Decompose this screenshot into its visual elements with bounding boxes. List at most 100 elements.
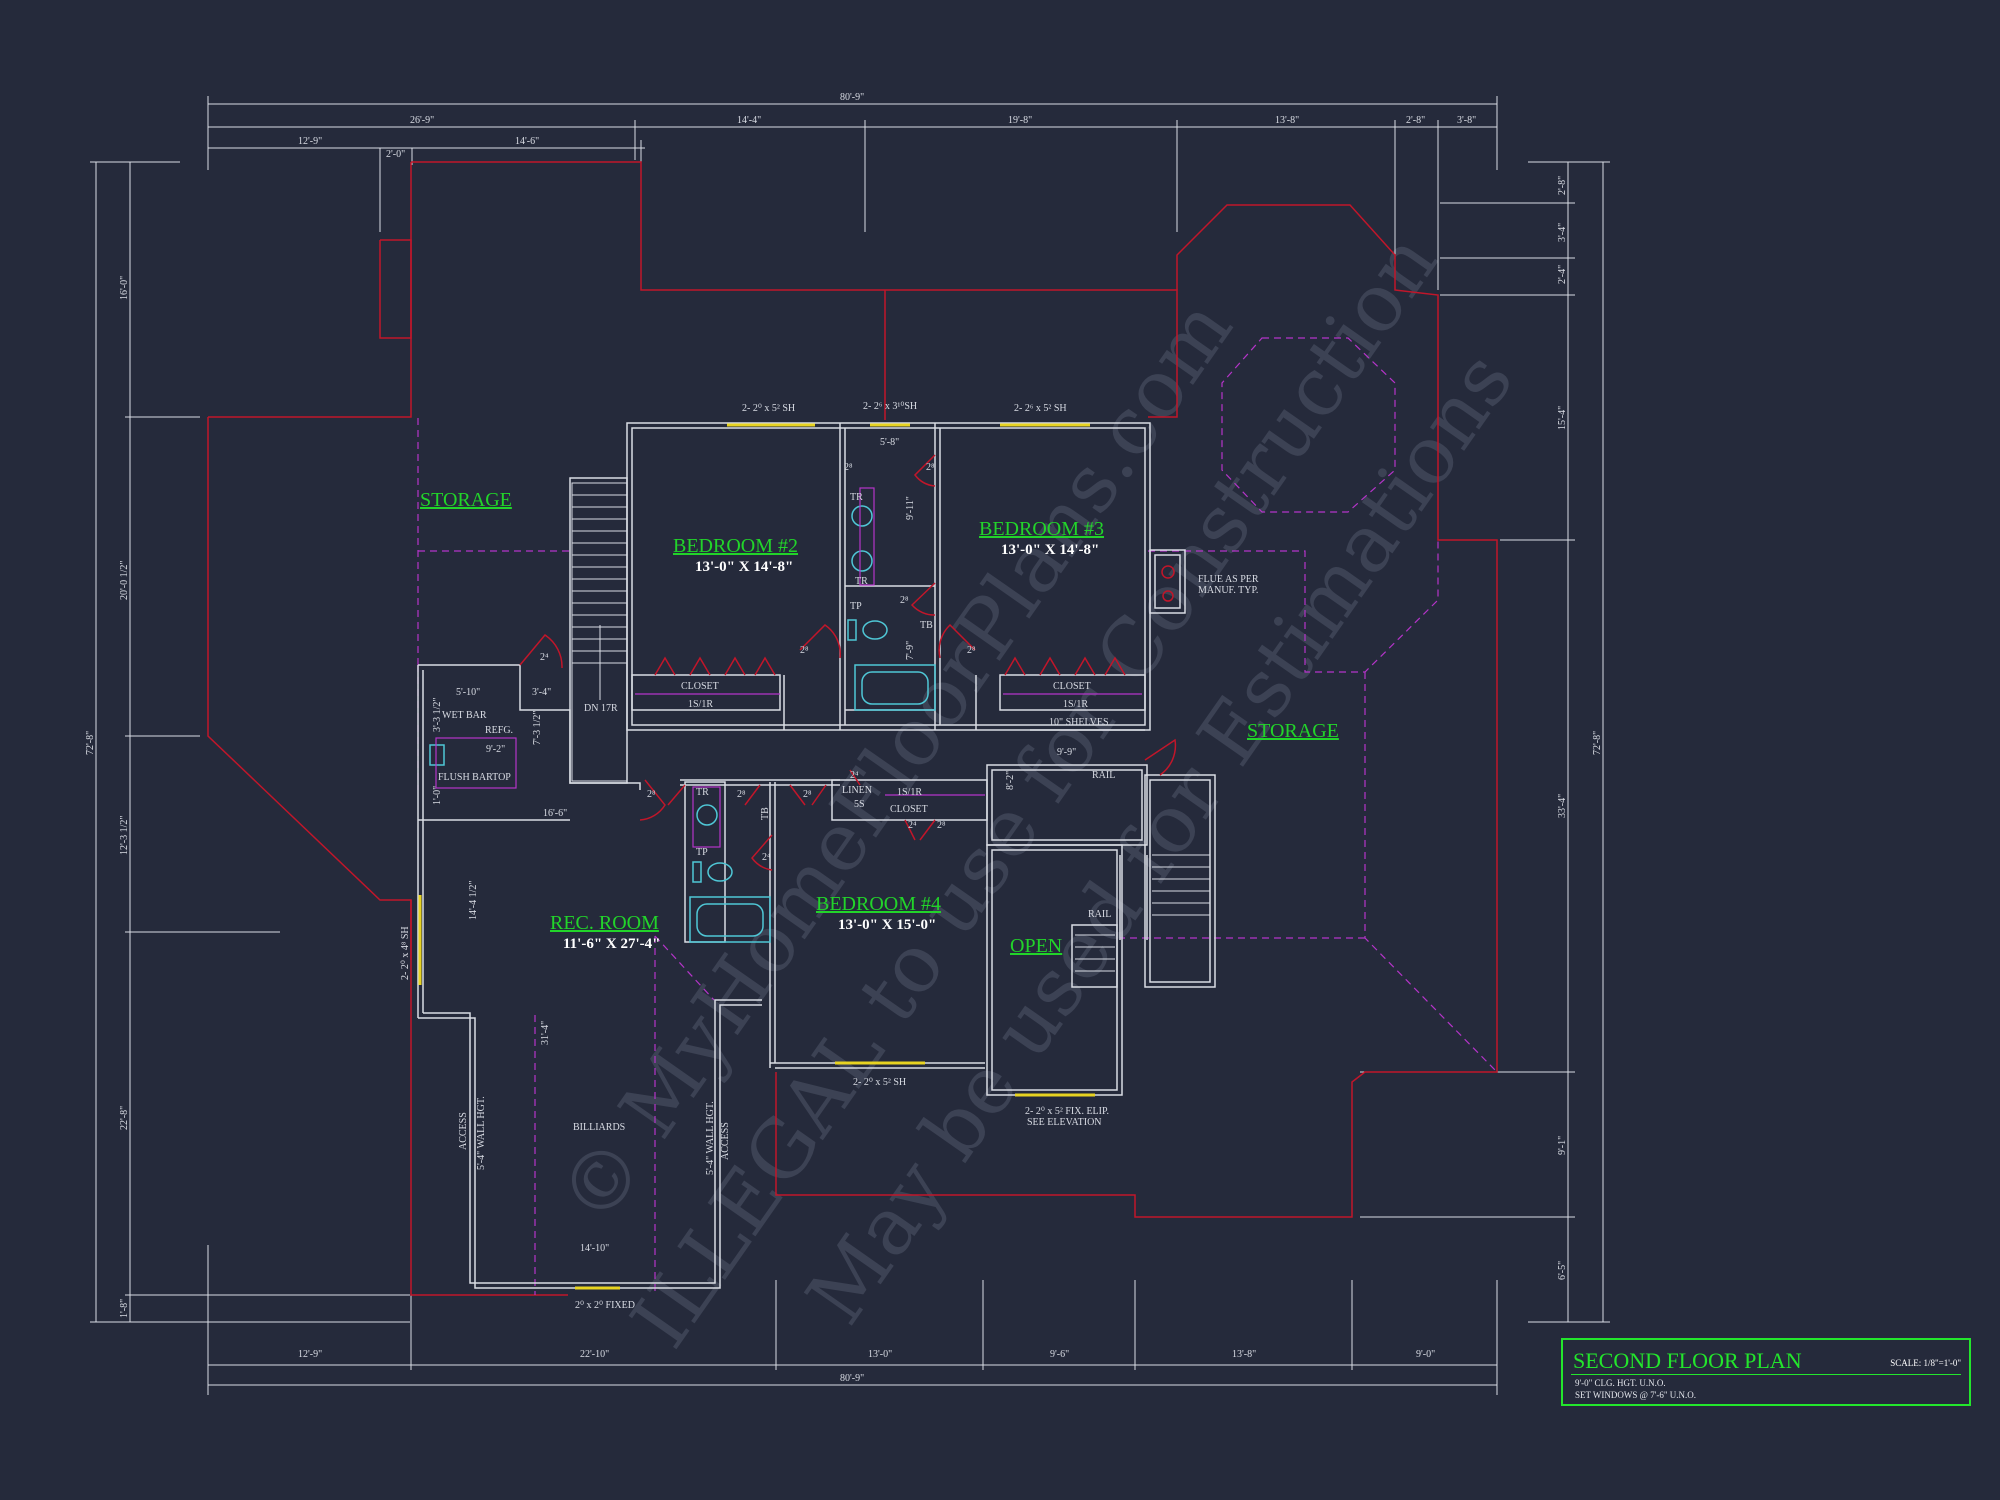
dim-right-overall: 72'-8": [1592, 731, 1603, 755]
door-mark-10: 2⁴: [850, 770, 859, 781]
note-billiards: BILLIARDS: [573, 1122, 625, 1133]
door-mark-5: 2⁸: [900, 595, 909, 606]
note-tp-2: TP: [696, 847, 708, 858]
door-mark-8: 2⁸: [737, 789, 746, 800]
dim-left-4: 22'-8": [119, 1106, 130, 1130]
right-dimensions: 72'-8" 2'-8" 3'-4" 2'-4" 15'-4" 33'-4" 9…: [1557, 176, 1603, 1280]
door-mark-6: 2⁸: [967, 645, 976, 656]
dim-bottom-6: 9'-0": [1416, 1349, 1435, 1360]
note-rail-1: RAIL: [1092, 770, 1115, 781]
room-bedroom-4-name: BEDROOM #4: [816, 893, 941, 915]
dim-int-10: 14'-10": [580, 1243, 609, 1254]
dim-int-14: 1'-0": [432, 786, 443, 805]
dimension-lines: [90, 96, 1610, 1395]
dim-int-1: 5'-8": [880, 437, 899, 448]
room-storage-left: STORAGE: [420, 489, 512, 511]
dim-top-overall: 80'-9": [840, 92, 864, 103]
note-flue-2: MANUF. TYP.: [1198, 585, 1258, 596]
top-dimensions: 80'-9" 26'-9" 14'-4" 19'-8" 13'-8" 2'-8"…: [298, 92, 1476, 160]
windows: [418, 423, 1095, 1290]
dim-int-12: 8'-2": [1005, 771, 1016, 790]
roof-lines: [207, 161, 1498, 1296]
dim-top-5: 2'-8": [1406, 115, 1425, 126]
dim-right-5: 33'-4": [1557, 794, 1568, 818]
title-rule: [1571, 1374, 1961, 1375]
dim-int-5: 3'-4": [532, 687, 551, 698]
dim-int-7: 16'-6": [543, 808, 567, 819]
dim-right-2: 3'-4": [1557, 223, 1568, 242]
door-mark-2: 2⁸: [800, 645, 809, 656]
dim-right-1: 2'-8": [1557, 176, 1568, 195]
flue-fixture: [1161, 565, 1175, 602]
room-rec-room-size: 11'-6" X 27'-4": [563, 936, 661, 952]
plan-notes: CLOSET 1S/1R CLOSET 1S/1R 10" SHELVES CL…: [438, 492, 1259, 1175]
dim-int-11: 9'-9": [1057, 747, 1076, 758]
watermark-line-3: May be used for Estimations: [789, 335, 1531, 1340]
room-bedroom-3-name: BEDROOM #3: [979, 518, 1104, 540]
note-wall-hgt-1: 5'-4" WALL HGT.: [476, 1096, 487, 1170]
note-tb-1: TB: [920, 620, 933, 631]
room-bedroom-3-size: 13'-0" X 14'-8": [1001, 542, 1099, 558]
dim-right-6: 9'-1": [1557, 1136, 1568, 1155]
window-label-3: 2- 2⁶ x 5² SH: [1014, 403, 1067, 414]
dim-int-6: 7'-3 1/2": [532, 711, 543, 746]
room-bedroom-2-size: 13'-0" X 14'-8": [695, 559, 793, 575]
note-tb-2: TB: [760, 807, 771, 820]
door-mark-9: 2⁸: [803, 789, 812, 800]
dim-left-1: 16'-0": [119, 276, 130, 300]
title-note-2: SET WINDOWS @ 7'-6" U.N.O.: [1575, 1390, 1696, 1400]
dim-bottom-3: 13'-0": [868, 1349, 892, 1360]
note-closet-bed3: CLOSET: [1053, 681, 1091, 692]
note-refg: REFG.: [485, 725, 513, 736]
note-tr-3: TR: [696, 787, 709, 798]
dim-int-3: 7'-9": [905, 641, 916, 660]
window-label-4: 2- 2⁰ x 5² SH: [853, 1077, 906, 1088]
room-rec-room-name: REC. ROOM: [550, 912, 659, 934]
door-mark-11: 2⁴: [908, 820, 917, 831]
door-mark-7: 2⁸: [647, 789, 656, 800]
note-access-1: ACCESS: [458, 1112, 469, 1150]
dim-bottom-overall: 80'-9": [840, 1373, 864, 1384]
drawing-scale: SCALE: 1/8"=1'-0": [1890, 1358, 1961, 1368]
dim-top-1: 26'-9": [410, 115, 434, 126]
room-storage-right: STORAGE: [1247, 720, 1339, 742]
stairs: [571, 482, 1210, 972]
bottom-dimensions: 12'-9" 22'-10" 13'-0" 9'-6" 13'-8" 9'-0"…: [298, 1349, 1435, 1384]
note-linen-ss: 5S: [854, 799, 865, 810]
door-mark-12: 2⁸: [937, 820, 946, 831]
dim-int-4: 5'-10": [456, 687, 480, 698]
dim-left-3: 12'-3 1/2": [119, 816, 130, 856]
note-shelves: 10" SHELVES: [1049, 717, 1109, 728]
note-closet-bed4: CLOSET: [890, 804, 928, 815]
door-size-marks: 2⁴ 2⁸ 2⁸ 2⁸ 2⁸ 2⁸ 2⁸ 2⁸ 2⁸ 2⁴ 2⁴ 2⁸ 2⁴: [540, 462, 976, 863]
door-mark-3: 2⁸: [844, 462, 853, 473]
interior-dimensions: 5'-8" 9'-11" 7'-9" 5'-10" 3'-4" 7'-3 1/2…: [432, 437, 1076, 1254]
dim-int-9: 31'-4": [540, 1021, 551, 1045]
window-labels: 2- 2⁰ x 5² SH 2- 2⁶ x 3¹⁰SH 2- 2⁶ x 5² S…: [400, 401, 1109, 1311]
door-mark-13: 2⁴: [762, 852, 771, 863]
dim-top-9: 14'-6": [515, 136, 539, 147]
dim-int-13: 9'-2": [486, 744, 505, 755]
window-label-5: 2- 2⁰ x 5² FIX. ELIP.: [1025, 1106, 1109, 1117]
dim-top-3: 19'-8": [1008, 115, 1032, 126]
dim-left-2: 20'-0 1/2": [119, 561, 130, 601]
dim-right-4: 15'-4": [1557, 406, 1568, 430]
note-stair-dn: DN 17R: [584, 703, 618, 714]
dim-bottom-2: 22'-10": [580, 1349, 609, 1360]
room-open: OPEN: [1010, 935, 1062, 957]
dim-bottom-5: 13'-8": [1232, 1349, 1256, 1360]
dim-top-8: 2'-0": [386, 149, 405, 160]
dim-int-2: 9'-11": [905, 496, 916, 520]
note-bartop: FLUSH BARTOP: [438, 772, 511, 783]
left-dimensions: 72'-8" 16'-0" 20'-0 1/2" 12'-3 1/2" 22'-…: [85, 276, 130, 1318]
note-shelf-bed3: 1S/1R: [1063, 699, 1088, 710]
note-shelf-bed4: 1S/1R: [897, 787, 922, 798]
dim-right-7: 6'-5": [1557, 1261, 1568, 1280]
window-label-5b: SEE ELEVATION: [1027, 1117, 1102, 1128]
note-closet-bed2: CLOSET: [681, 681, 719, 692]
drawing-title: SECOND FLOOR PLAN: [1573, 1348, 1802, 1373]
window-label-7: 2- 2⁰ x 4⁸ SH: [400, 926, 411, 980]
note-rail-2: RAIL: [1088, 909, 1111, 920]
door-mark-1: 2⁴: [540, 652, 549, 663]
dim-top-6: 3'-8": [1457, 115, 1476, 126]
